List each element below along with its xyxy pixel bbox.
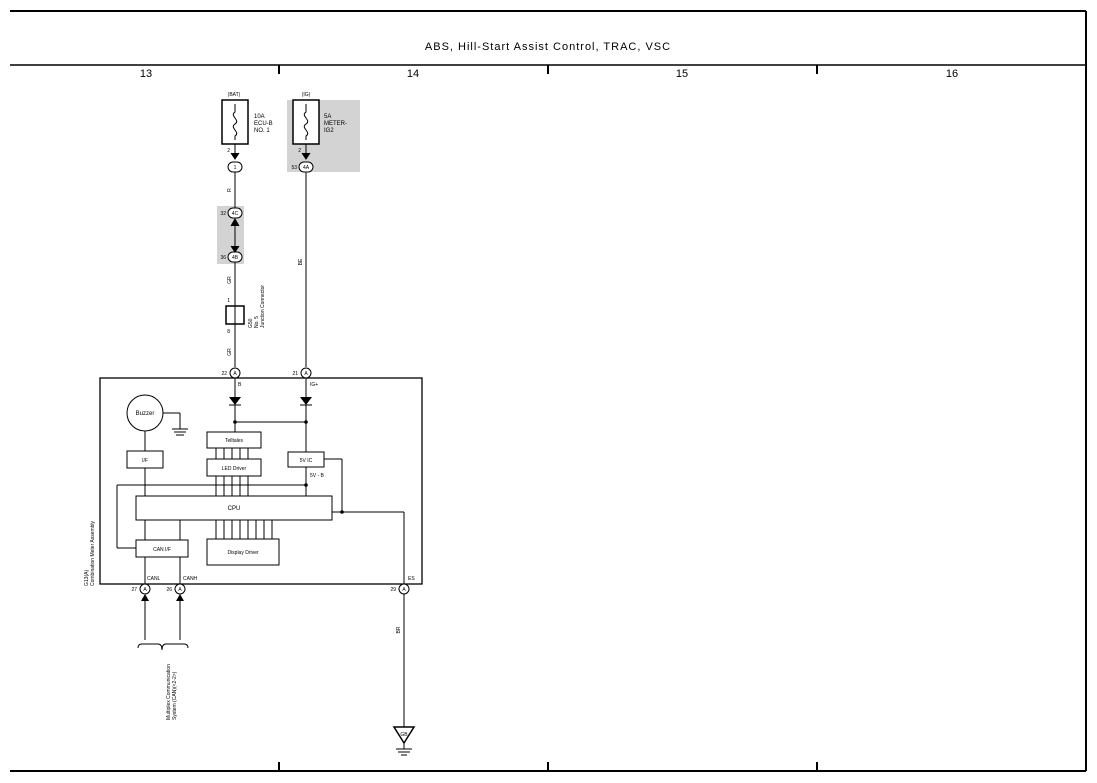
pin-ig-label: IG+ — [310, 382, 318, 388]
pin-canh-number: 26 — [166, 587, 172, 593]
pin-canl-conn: A — [143, 587, 147, 593]
meter-pin-b: 22 A B — [221, 367, 242, 432]
junction-upper-label: 4C — [232, 211, 239, 217]
diode-icon — [229, 397, 241, 405]
jc-code: G50 — [248, 318, 254, 328]
can-if-label: CAN I/F — [153, 547, 171, 553]
wire-color-r: R — [227, 188, 233, 192]
display-driver-box — [206, 538, 280, 566]
meter-pin-es: 29 A BR — [390, 583, 410, 727]
bat-fuse-rating: 10A — [254, 114, 265, 120]
junction-lower-label: 4B — [232, 255, 239, 261]
led-driver-label: LED Driver — [222, 466, 247, 472]
ig-connector-pin: 53 — [291, 165, 297, 171]
pin-canh-conn: A — [178, 587, 182, 593]
ground-point-label: GB — [400, 732, 408, 738]
canh-label: CANH — [183, 576, 198, 582]
jc-name-2: Junction Connector — [260, 285, 266, 328]
jc-pin-bottom: 8 — [227, 329, 230, 335]
pin-canl-number: 27 — [131, 587, 137, 593]
ig-fuse-name-2: IG2 — [324, 128, 334, 134]
bat-connector-label: 1 — [234, 165, 237, 171]
column-number-16: 16 — [946, 68, 958, 80]
ig-fuse-name-1: METER- — [324, 121, 347, 127]
fuse-icon — [303, 104, 309, 140]
pin-b-number: 22 — [221, 371, 227, 377]
diagram-frame — [10, 10, 1087, 772]
ig-fuse: (IG) 5A METER- IG2 2 53 4A — [291, 92, 347, 173]
bat-source-label: (BAT) — [228, 92, 241, 98]
bat-wire: R 32 4C 36 4B GR 1 8 G50 No. 5 Junction … — [220, 172, 266, 367]
wire-color-br: BR — [396, 626, 402, 633]
meter-code: G13(A) — [84, 570, 90, 586]
ig-wire: BE — [298, 172, 307, 367]
combination-meter-box — [99, 377, 423, 585]
meter-pin-canh: 26 A — [166, 583, 186, 640]
bat-fuse-pin: 2 — [227, 148, 230, 154]
junction-dot — [304, 420, 308, 424]
telltales-box — [206, 431, 262, 449]
diode-icon — [300, 397, 312, 405]
pin-es-conn: A — [402, 587, 406, 593]
bat-fuse: (BAT) 10A ECU-B NO. 1 2 1 — [221, 92, 273, 173]
meter-pin-canl: 27 A — [131, 583, 151, 640]
buzzer: Buzzer — [126, 394, 188, 451]
pin-b-label: B — [238, 382, 242, 388]
ig-fuse-rating: 5A — [324, 114, 331, 120]
telltales-label: Telltales — [225, 438, 244, 444]
column-number-14: 14 — [407, 68, 419, 80]
wire-color-gr-upper: GR — [227, 276, 233, 284]
5v-b-label: 5V - B — [310, 473, 325, 479]
pin-ig-conn: A — [304, 371, 308, 377]
meter-name: Combination Meter Assembly — [90, 520, 96, 586]
jc-name-1: No. 5 — [254, 316, 260, 328]
wire-color-gr-lower: GR — [227, 348, 233, 356]
es-label: ES — [408, 576, 415, 582]
display-driver-label: Display Driver — [227, 550, 258, 556]
pin-ig-number: 21 — [292, 371, 298, 377]
pin-b-conn: A — [233, 371, 237, 377]
junction-lower-pin: 36 — [220, 255, 226, 261]
diagram-title: ABS, Hill-Start Assist Control, TRAC, VS… — [425, 41, 671, 53]
ground-point: GB — [392, 726, 416, 756]
5v-ic-label: 5V IC — [300, 458, 313, 464]
cpu-box — [135, 495, 333, 521]
fuse-icon — [232, 104, 238, 140]
can-bus-bracket — [137, 643, 189, 651]
canl-label: CANL — [147, 576, 161, 582]
buzzer-label: Buzzer — [136, 411, 155, 417]
bat-fuse-name-2: NO. 1 — [254, 128, 270, 134]
ground-icon — [392, 726, 416, 745]
ig-source-label: (IG) — [302, 92, 311, 98]
wire-color-be: BE — [298, 258, 304, 265]
junction-upper-pin: 32 — [220, 211, 226, 217]
can-bus-label-1: Multiplex Communication — [166, 664, 172, 720]
junction-dot — [233, 420, 237, 424]
bat-fuse-name-1: ECU-B — [254, 121, 273, 127]
jc-pin-top: 1 — [227, 298, 230, 304]
can-if-box — [135, 539, 189, 558]
pin-es-number: 29 — [390, 587, 396, 593]
meter-pin-ig: 21 A IG+ — [292, 367, 318, 452]
column-number-15: 15 — [676, 68, 688, 80]
column-number-13: 13 — [140, 68, 152, 80]
led-driver-box — [206, 458, 262, 477]
ig-connector-label: 4A — [303, 165, 310, 171]
junction-dot — [340, 510, 344, 514]
can-bus-label-2: System (CAN)(<2-2>) — [172, 671, 178, 720]
cpu-label: CPU — [228, 506, 241, 512]
ig-fuse-pin: 2 — [298, 148, 301, 154]
if-label: I/F — [142, 458, 148, 464]
